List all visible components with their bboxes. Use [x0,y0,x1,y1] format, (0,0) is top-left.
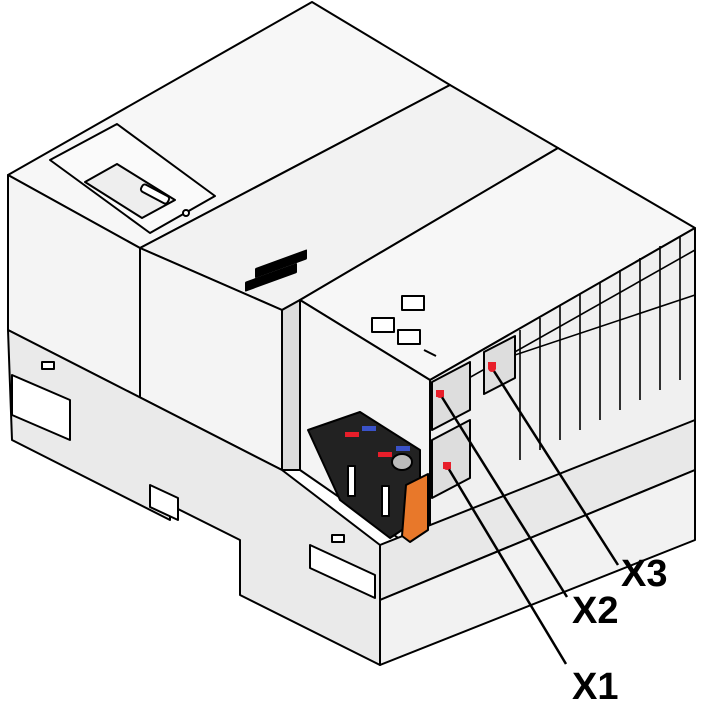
leader-lines [438,367,620,665]
leader-line-x3 [490,367,620,566]
card-slot [49,123,216,234]
callout-label-x1: X1 [572,666,618,702]
callout-label-x2: X2 [572,590,618,632]
marker-x3 [488,364,496,372]
base-plate [7,329,381,666]
leader-line-x2 [438,393,569,598]
port-markers [436,364,496,470]
leader-line-x1 [445,465,568,665]
callout-label-x3: X3 [621,553,667,595]
cooling-ribs [429,236,696,460]
status-leds [245,249,307,292]
connector-rail [379,419,696,666]
terminal-block [307,411,429,543]
marker-x2 [436,390,444,398]
marker-x1 [443,462,451,470]
ethernet-icons [371,295,437,357]
